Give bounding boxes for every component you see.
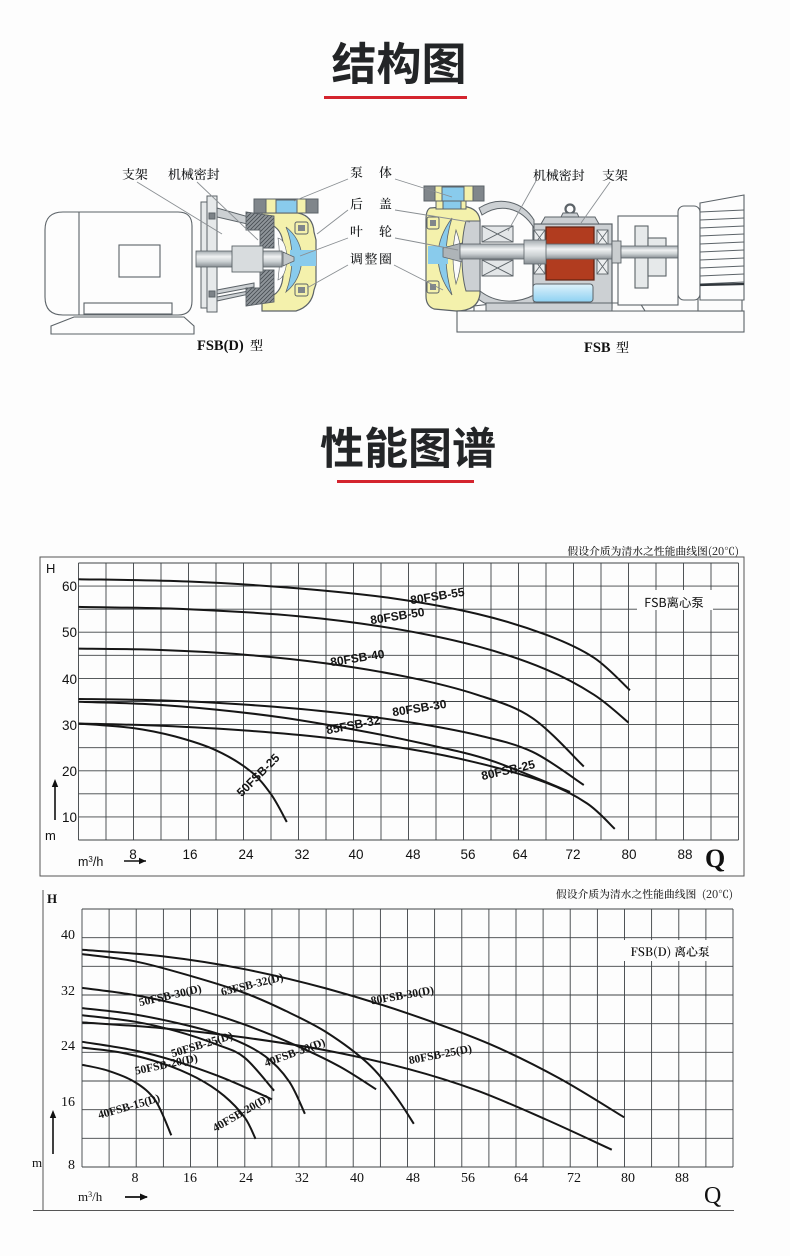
svg-text:80FSB-25: 80FSB-25 xyxy=(480,757,537,783)
svg-text:40: 40 xyxy=(348,847,363,862)
svg-text:m: m xyxy=(32,1155,42,1170)
svg-text:16: 16 xyxy=(183,1171,197,1186)
svg-text:16: 16 xyxy=(61,1095,75,1110)
svg-text:80FSB-55: 80FSB-55 xyxy=(409,585,466,607)
svg-text:80: 80 xyxy=(621,847,636,862)
svg-text:Q: Q xyxy=(705,844,725,873)
svg-text:24: 24 xyxy=(239,1171,253,1186)
svg-text:24: 24 xyxy=(238,847,254,862)
svg-text:80FSB-40: 80FSB-40 xyxy=(329,647,386,669)
svg-text:40: 40 xyxy=(350,1171,364,1186)
svg-text:H: H xyxy=(46,561,55,576)
svg-text:10: 10 xyxy=(62,810,77,825)
svg-text:8: 8 xyxy=(132,1171,139,1186)
svg-text:64: 64 xyxy=(514,1171,528,1186)
svg-text:80FSB-50: 80FSB-50 xyxy=(369,605,426,627)
svg-text:40: 40 xyxy=(61,928,75,943)
svg-text:64: 64 xyxy=(512,847,528,862)
svg-text:8: 8 xyxy=(68,1158,75,1173)
svg-text:m: m xyxy=(45,828,56,843)
svg-text:24: 24 xyxy=(61,1039,75,1054)
svg-text:32: 32 xyxy=(61,984,75,999)
svg-text:88: 88 xyxy=(675,1171,689,1186)
svg-text:48: 48 xyxy=(405,847,420,862)
svg-text:FSB(D): FSB(D) xyxy=(197,338,244,354)
svg-text:32: 32 xyxy=(294,847,309,862)
svg-text:FSB: FSB xyxy=(584,340,611,356)
svg-text:32: 32 xyxy=(295,1171,309,1186)
svg-text:60: 60 xyxy=(62,579,77,594)
svg-text:m3/h: m3/h xyxy=(78,855,103,869)
svg-text:50FSB-25: 50FSB-25 xyxy=(234,751,283,800)
svg-text:50: 50 xyxy=(62,625,77,640)
svg-text:Q: Q xyxy=(704,1183,721,1209)
svg-text:40FSB-20(D): 40FSB-20(D) xyxy=(211,1092,272,1134)
svg-text:72: 72 xyxy=(565,847,580,862)
svg-text:80FSB-30(D): 80FSB-30(D) xyxy=(370,985,435,1008)
svg-text:80: 80 xyxy=(621,1171,635,1186)
svg-text:20: 20 xyxy=(62,764,77,779)
svg-text:56: 56 xyxy=(460,847,475,862)
svg-text:88: 88 xyxy=(677,847,692,862)
svg-text:40: 40 xyxy=(62,672,77,687)
svg-text:H: H xyxy=(47,891,57,906)
svg-text:72: 72 xyxy=(567,1171,581,1186)
svg-text:30: 30 xyxy=(62,718,77,733)
svg-text:8: 8 xyxy=(129,847,137,862)
svg-text:80FSB-30: 80FSB-30 xyxy=(391,697,448,719)
svg-text:48: 48 xyxy=(406,1171,420,1186)
svg-text:m3/h: m3/h xyxy=(78,1189,103,1204)
svg-text:50FSB-30(D): 50FSB-30(D) xyxy=(138,983,203,1009)
svg-text:40FSB-15(D): 40FSB-15(D) xyxy=(97,1092,162,1121)
svg-text:80FSB-25(D): 80FSB-25(D) xyxy=(408,1043,473,1067)
svg-text:56: 56 xyxy=(461,1171,475,1186)
svg-text:16: 16 xyxy=(182,847,197,862)
